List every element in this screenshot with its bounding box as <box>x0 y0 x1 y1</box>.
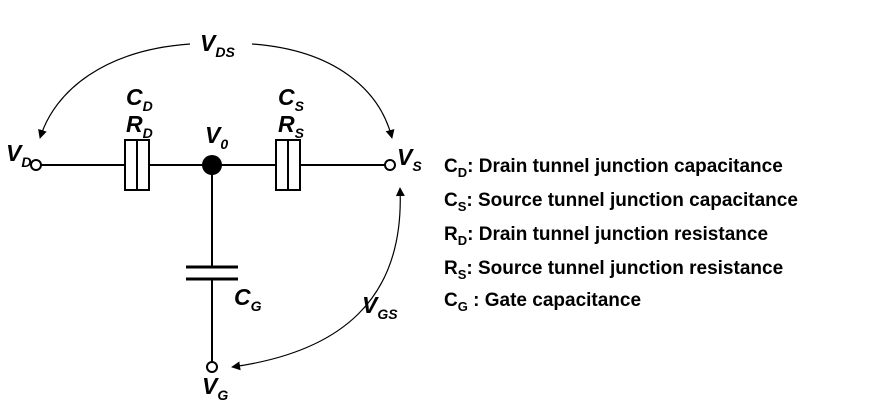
legend-item: RS: Source tunnel junction resistance <box>444 258 784 282</box>
vds-arrow-left <box>38 43 191 139</box>
vgs-arrow <box>231 187 405 371</box>
gate-voltage-label: VG <box>202 373 229 403</box>
gate-capacitor <box>186 265 238 281</box>
source-terminal <box>384 159 396 171</box>
vds-arrow-right <box>251 43 395 139</box>
legend-item: CS: Source tunnel junction capacitance <box>444 190 798 214</box>
source-capacitance-label: CS <box>278 84 304 114</box>
drain-tunnel-junction <box>124 139 150 191</box>
gate-terminal <box>206 361 218 373</box>
drain-capacitance-label: CD <box>126 84 153 114</box>
source-resistance-label: RS <box>278 111 304 141</box>
drain-voltage-label: VD <box>6 140 32 170</box>
drain-resistance-label: RD <box>126 111 153 141</box>
source-voltage-label: VS <box>397 144 422 174</box>
island-node <box>202 155 222 175</box>
drain-terminal <box>30 159 42 171</box>
vgs-label: VGS <box>362 292 398 322</box>
legend-item: RD: Drain tunnel junction resistance <box>444 224 769 248</box>
source-tunnel-junction <box>275 139 301 191</box>
legend-item: CG : Gate capacitance <box>444 290 642 314</box>
legend-item: CD: Drain tunnel junction capacitance <box>444 156 783 180</box>
island-voltage-label: V0 <box>205 122 229 152</box>
gate-capacitance-label: CG <box>234 284 262 314</box>
vds-label: VDS <box>200 30 235 60</box>
